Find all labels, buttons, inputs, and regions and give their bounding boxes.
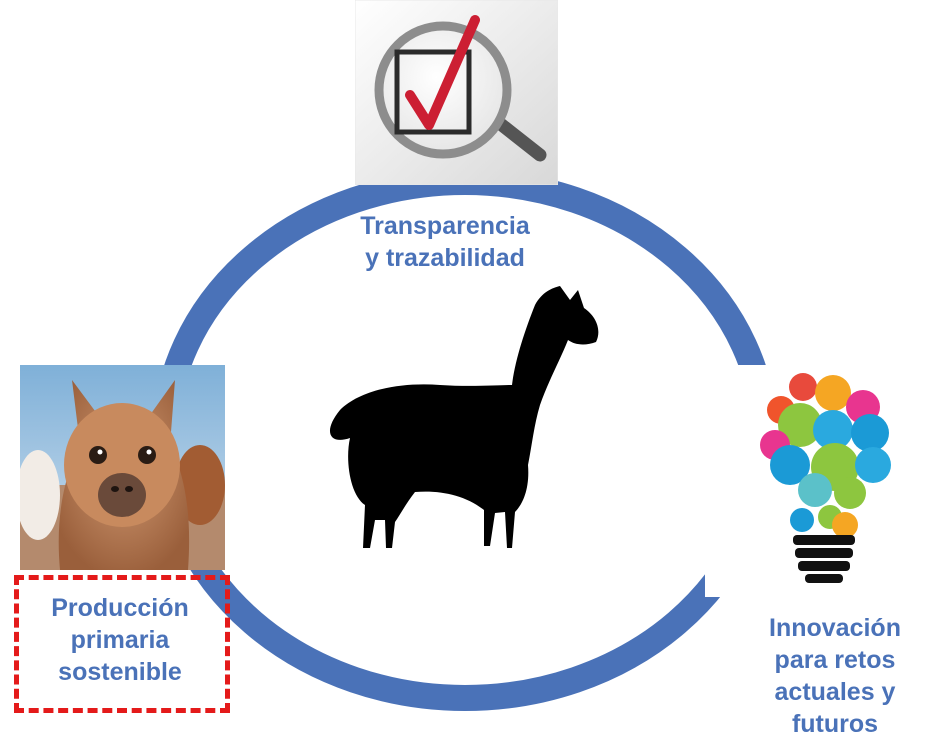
node-label-innovacion: Innovación para retos actuales y futuros — [745, 612, 925, 740]
label-line: para retos — [774, 646, 896, 674]
label-line: Producción — [51, 594, 189, 622]
label-line: actuales y — [774, 678, 896, 706]
node-label-produccion: Producción primaria sostenible — [20, 592, 220, 688]
label-line: y trazabilidad — [365, 244, 525, 272]
highlight-dashed-box — [14, 575, 230, 713]
label-line: Transparencia — [360, 212, 530, 240]
label-line: futuros — [791, 710, 879, 738]
magnifier-checkmark-icon — [355, 0, 558, 185]
label-line: sostenible — [58, 658, 182, 686]
lightbulb-apps-icon — [705, 365, 935, 597]
alpaca-photo — [20, 365, 225, 570]
label-line: Innovación — [769, 614, 901, 642]
node-label-transparencia: Transparencia y trazabilidad — [330, 210, 560, 274]
label-line: primaria — [70, 626, 170, 654]
